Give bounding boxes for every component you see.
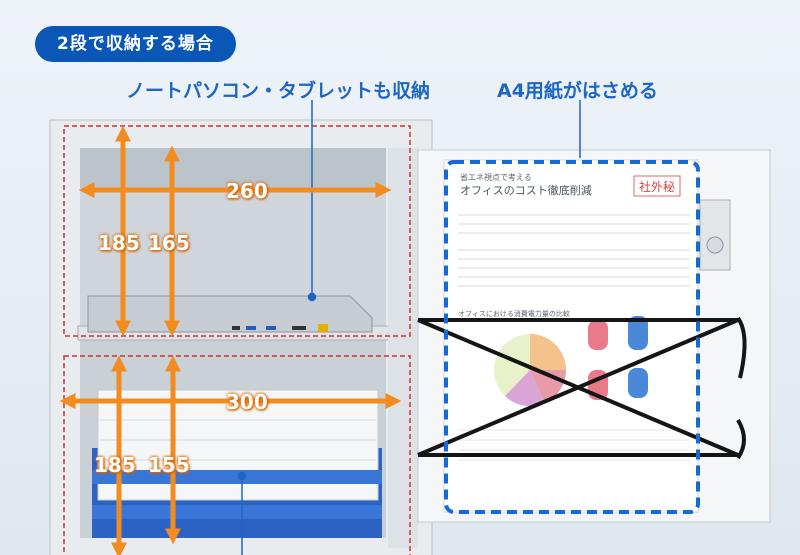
a4-guide-frame [444,160,700,514]
upper-width-label: 260 [226,179,268,203]
document-stamp: 社外秘 [639,179,675,194]
dimension-arrows [59,125,402,555]
document-title: オフィスのコスト徹底削減 [460,183,592,197]
lower-height-outer-label: 185 [94,453,136,477]
upper-height-outer-label: 185 [98,231,140,255]
upper-height-inner-label: 165 [148,231,190,255]
elastic-bands [417,316,747,460]
document-chart-caption: オフィスにおける消費電力量の比較 [458,309,570,318]
laptop [87,295,373,333]
lower-height-inner-label: 155 [148,453,190,477]
laptop-callout-label: ノートパソコン・タブレットも収納 [126,80,431,102]
paper-callout-label: A4用紙がはさめる [497,80,658,102]
lower-width-label: 300 [226,390,268,414]
lower-shelf-guide [63,355,411,555]
document-subtitle: 省エネ視点で考える [460,172,532,182]
upper-shelf-guide [63,125,411,337]
section-badge: 2段で収納する場合 [35,26,236,62]
a4-document: 社外秘 省エネ視点で考える オフィスのコスト徹底削減 オフィスにおける消費電力量… [443,159,699,513]
